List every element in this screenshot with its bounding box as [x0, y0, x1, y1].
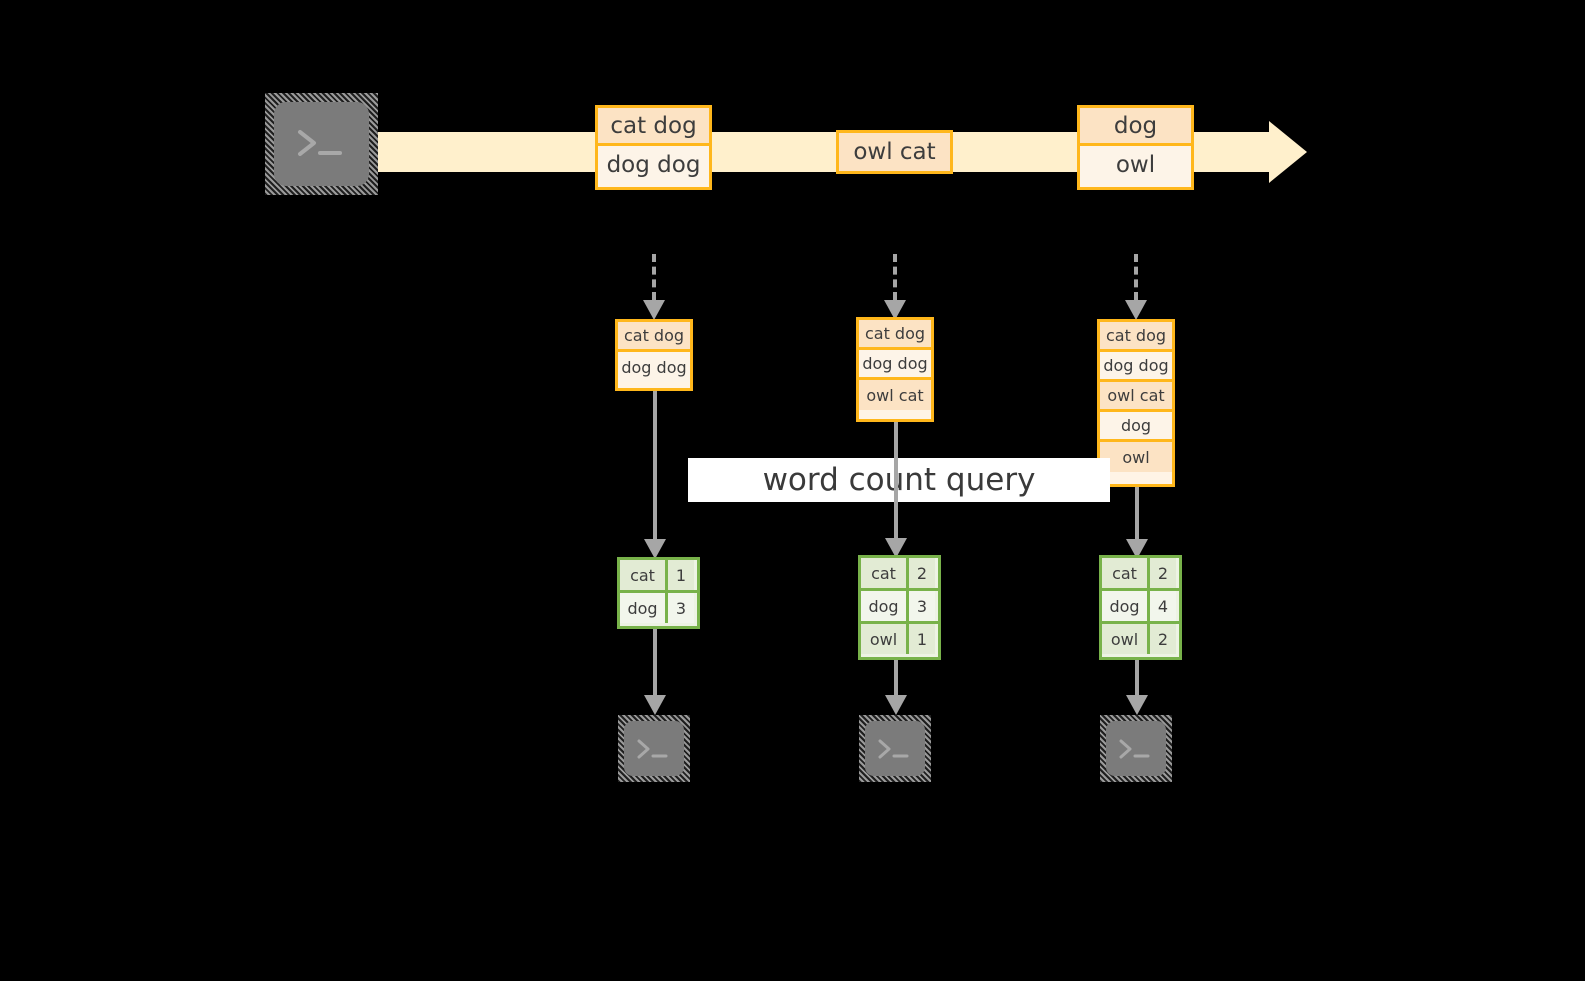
state-to-result-arrow-2 — [885, 422, 907, 560]
result-count: 3 — [668, 593, 694, 623]
record-cell: owl cat — [839, 133, 950, 171]
result-word: owl — [1102, 624, 1150, 654]
result-count: 2 — [909, 558, 935, 588]
table-row: cat 2 — [1102, 558, 1179, 591]
result-count: 2 — [1150, 558, 1176, 588]
stream-to-state-arrow-1 — [643, 254, 665, 320]
record-cell: cat dog — [1100, 322, 1172, 352]
result-count: 4 — [1150, 591, 1176, 621]
record-cell: dog — [1080, 108, 1191, 146]
result-table-2[interactable]: cat 2 dog 3 owl 1 — [858, 555, 941, 660]
terminal-prompt-icon — [618, 715, 690, 782]
result-word: cat — [620, 560, 668, 590]
terminal-prompt-icon — [265, 93, 378, 195]
record-cell: dog dog — [859, 350, 931, 380]
query-label-text: word count query — [762, 462, 1036, 498]
record-cell: owl cat — [859, 380, 931, 410]
result-table-3[interactable]: cat 2 dog 4 owl 2 — [1099, 555, 1182, 660]
table-row: owl 2 — [1102, 624, 1179, 654]
result-word: dog — [861, 591, 909, 621]
stream-event-box-3[interactable]: dog owl — [1077, 105, 1194, 190]
result-to-sink-arrow-2 — [885, 660, 907, 715]
table-row: cat 1 — [620, 560, 697, 593]
record-cell: dog dog — [618, 352, 690, 382]
result-word: owl — [861, 624, 909, 654]
terminal-screen — [865, 721, 925, 776]
table-row: dog 4 — [1102, 591, 1179, 624]
accumulated-state-box-1[interactable]: cat dog dog dog — [615, 319, 693, 391]
stream-to-state-arrow-3 — [1125, 254, 1147, 320]
terminal-prompt-icon — [859, 715, 931, 782]
table-row: dog 3 — [620, 593, 697, 623]
source-terminal-icon[interactable] — [265, 93, 378, 195]
result-to-sink-arrow-1 — [644, 629, 666, 715]
record-cell: cat dog — [598, 108, 709, 146]
terminal-prompt-icon — [1100, 715, 1172, 782]
result-table-1[interactable]: cat 1 dog 3 — [617, 557, 700, 629]
result-count: 1 — [909, 624, 935, 654]
result-word: cat — [861, 558, 909, 588]
stream-arrowhead — [1269, 121, 1307, 183]
stream-event-box-1[interactable]: cat dog dog dog — [595, 105, 712, 190]
accumulated-state-box-3[interactable]: cat dog dog dog owl cat dog owl — [1097, 319, 1175, 487]
result-count: 3 — [909, 591, 935, 621]
stream-event-box-2[interactable]: owl cat — [836, 130, 953, 174]
sink-terminal-icon-3[interactable] — [1100, 715, 1172, 782]
result-to-sink-arrow-3 — [1126, 660, 1148, 715]
record-cell: owl — [1100, 442, 1172, 472]
result-word: cat — [1102, 558, 1150, 588]
record-cell: cat dog — [618, 322, 690, 352]
record-cell: owl cat — [1100, 382, 1172, 412]
result-count: 1 — [668, 560, 694, 590]
query-label-band: word count query — [688, 458, 1110, 502]
sink-terminal-icon-1[interactable] — [618, 715, 690, 782]
state-to-result-arrow-1 — [644, 391, 666, 560]
stream-to-state-arrow-2 — [884, 254, 906, 320]
table-row: dog 3 — [861, 591, 938, 624]
table-row: owl 1 — [861, 624, 938, 654]
result-count: 2 — [1150, 624, 1176, 654]
record-cell: dog dog — [598, 146, 709, 184]
result-word: dog — [620, 593, 668, 623]
result-word: dog — [1102, 591, 1150, 621]
table-row: cat 2 — [861, 558, 938, 591]
accumulated-state-box-2[interactable]: cat dog dog dog owl cat — [856, 317, 934, 422]
record-cell: cat dog — [859, 320, 931, 350]
terminal-screen — [1106, 721, 1166, 776]
record-cell: owl — [1080, 146, 1191, 184]
sink-terminal-icon-2[interactable] — [859, 715, 931, 782]
record-cell: dog — [1100, 412, 1172, 442]
state-to-result-arrow-3 — [1126, 487, 1148, 560]
terminal-screen — [624, 721, 684, 776]
terminal-screen — [274, 102, 369, 186]
record-cell: dog dog — [1100, 352, 1172, 382]
